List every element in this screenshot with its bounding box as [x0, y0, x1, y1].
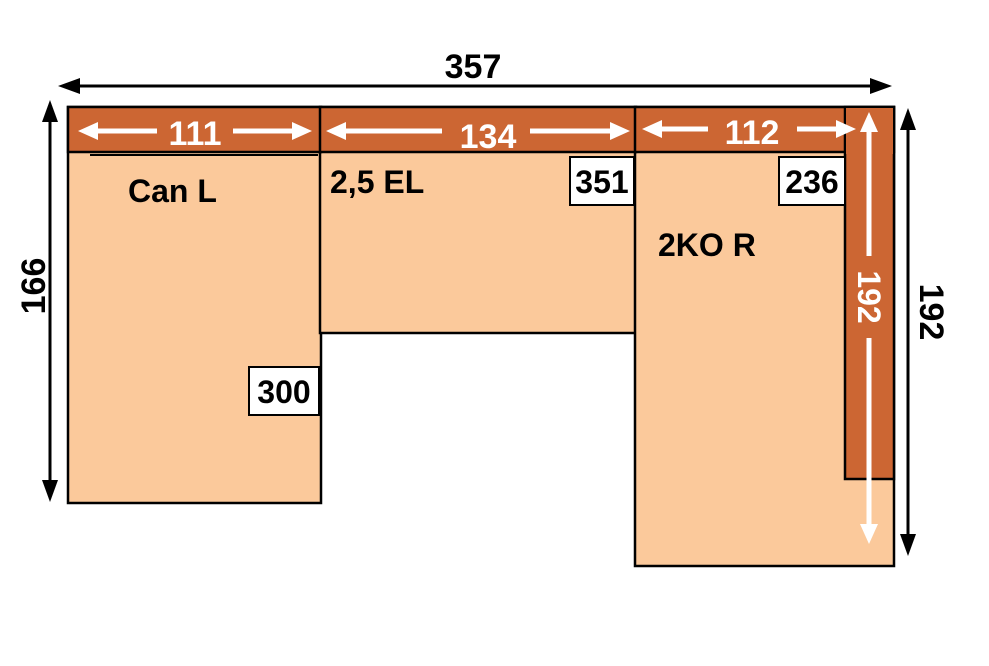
- left-back-width-dimension: 111: [78, 115, 312, 153]
- right-module-code: 236: [785, 164, 838, 200]
- left-module-code-box: 300: [248, 366, 320, 416]
- arrow-head-right: [292, 122, 312, 140]
- right-back-width-dimension: 112: [642, 114, 856, 152]
- overall-width-label: 357: [445, 48, 502, 86]
- arrow-head-down: [860, 524, 878, 544]
- left-module-code: 300: [257, 374, 310, 410]
- middle-back-width-dimension: 134: [326, 118, 630, 156]
- left-module-seat: [66, 105, 323, 505]
- arrow-head-up: [900, 108, 916, 130]
- arrow-head-right: [610, 122, 630, 140]
- right-module-name: 2KO R: [658, 227, 756, 263]
- middle-module-name: 2,5 EL: [330, 164, 424, 200]
- arrow-head-left: [642, 120, 662, 138]
- right-depth-label: 192: [912, 284, 950, 341]
- arrow-head-up: [860, 112, 878, 132]
- arrow-head-up: [42, 100, 58, 122]
- right-side-depth-label: 192: [851, 270, 887, 323]
- arrow-head-right: [870, 78, 892, 94]
- left-back-width-label: 111: [169, 115, 222, 153]
- right-module-code-box: 236: [778, 156, 846, 206]
- arrow-head-left: [78, 122, 98, 140]
- right-side-depth-dimension: 192: [851, 112, 887, 544]
- arrow-head-down: [42, 480, 58, 502]
- middle-module-code-box: 351: [569, 156, 635, 206]
- arrow-head-right: [836, 120, 856, 138]
- overall-width-dimension: 357: [58, 48, 892, 94]
- left-depth-label: 166: [15, 258, 53, 315]
- middle-back-width-label: 134: [460, 118, 517, 156]
- arrow-head-down: [900, 534, 916, 556]
- middle-module-code: 351: [575, 164, 628, 200]
- left-depth-dimension: 166: [15, 100, 58, 502]
- left-module: [66, 105, 323, 505]
- arrow-head-left: [326, 122, 346, 140]
- left-module-name: Can L: [128, 173, 217, 209]
- right-back-width-label: 112: [725, 114, 780, 152]
- arrow-head-left: [58, 78, 80, 94]
- right-depth-dimension: 192: [900, 108, 950, 556]
